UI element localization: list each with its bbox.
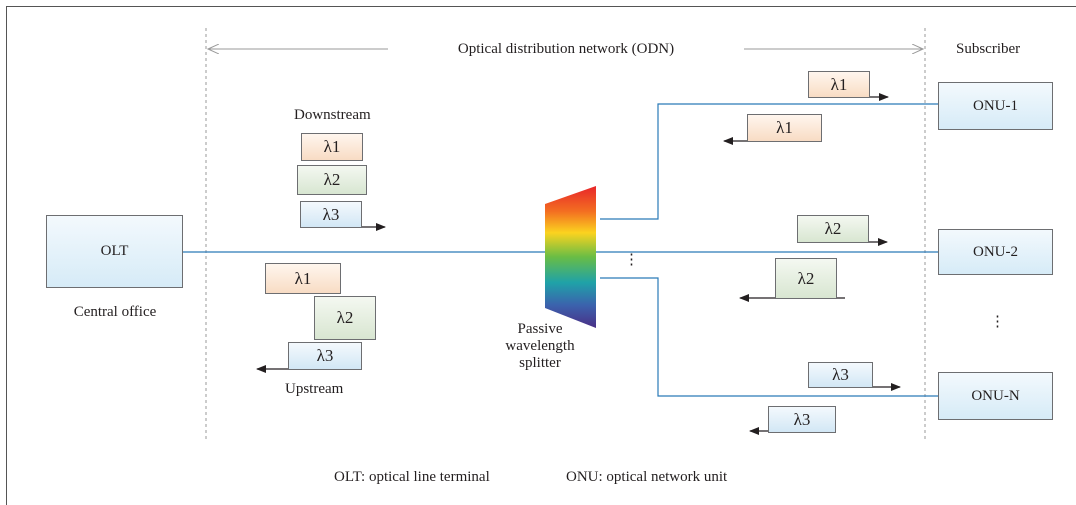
onu1-up-lambda1: λ1 (747, 114, 822, 142)
onu-n-label: ONU-N (971, 387, 1020, 404)
onun-up-lambda3: λ3 (768, 406, 836, 433)
downstream-lambda3: λ3 (300, 201, 362, 228)
odn-label: Optical distribution network (ODN) (390, 40, 742, 58)
olt-label: OLT (100, 243, 129, 259)
olt-box: OLT (46, 215, 183, 288)
olt-definition: OLT: optical line terminal (334, 469, 490, 485)
splitter-prism (545, 186, 596, 328)
fiber-onun (600, 277, 938, 397)
onu-ellipsis: ⋮ (990, 314, 1005, 330)
onu-1-label: ONU-1 (973, 97, 1018, 114)
figure-frame (6, 6, 1076, 505)
upstream-lambda1: λ1 (265, 263, 341, 294)
onu-2-label: ONU-2 (973, 243, 1018, 260)
fiber-onu1 (600, 103, 938, 220)
splitter-ellipsis: ⋮ (624, 252, 639, 268)
downstream-lambda2: λ2 (297, 165, 367, 195)
splitter-label: Passive wavelength splitter (505, 321, 575, 371)
subscriber-label: Subscriber (956, 41, 1021, 57)
onu1-down-lambda1: λ1 (808, 71, 870, 98)
onu-2-box: ONU-2 (938, 229, 1053, 275)
downstream-lambda1: λ1 (301, 133, 363, 161)
downstream-label: Downstream (294, 107, 371, 123)
onu-1-box: ONU-1 (938, 82, 1053, 130)
central-office-label: Central office (73, 304, 157, 320)
upstream-lambda2: λ2 (314, 296, 376, 340)
onu-n-box: ONU-N (938, 372, 1053, 420)
onu-definition: ONU: optical network unit (566, 469, 728, 485)
upstream-lambda3: λ3 (288, 342, 362, 370)
onu2-down-lambda2: λ2 (797, 215, 869, 243)
upstream-label: Upstream (285, 381, 344, 397)
onu2-up-lambda2: λ2 (775, 258, 837, 299)
onun-down-lambda3: λ3 (808, 362, 873, 388)
